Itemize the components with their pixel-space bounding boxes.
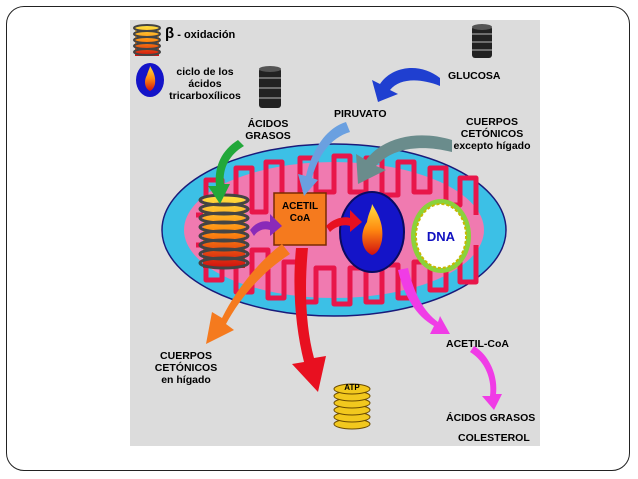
acetil-coa-box <box>273 192 327 246</box>
arrow-acidos-grasos-spiral <box>208 140 244 204</box>
arrow-piruvato-mito <box>298 122 350 196</box>
legend-tca-cycle: ciclo de los ácidos tricarboxílicos <box>168 66 242 102</box>
barrel-icon-acidos-grasos <box>259 66 281 108</box>
legend-cycle-line1: ciclo de los <box>176 66 234 78</box>
arrow-spiral-acetil <box>250 214 282 236</box>
legend-cycle-line2: ácidos <box>188 78 222 90</box>
tca-cycle-circle <box>339 191 405 273</box>
label-piruvato: PIRUVATO <box>334 108 387 120</box>
label-cuerpos-top-3: excepto hígado <box>453 140 531 152</box>
arrow-cuerpos-mito <box>356 135 452 184</box>
beta-oxidation-spiral <box>198 193 250 270</box>
atp-label: ATP <box>344 383 360 392</box>
beta-text: - oxidación <box>177 29 236 41</box>
label-cuerpos-top: CUERPOS CETÓNICOS excepto hígado <box>446 116 538 152</box>
acetil-box-line2: CoA <box>289 213 311 224</box>
label-glucosa: GLUCOSA <box>448 70 501 82</box>
cristae <box>196 153 479 307</box>
label-cuerpos-top-2: CETÓNICOS <box>460 128 524 140</box>
label-acidos-grasos-1: ÁCIDOS <box>247 118 289 130</box>
label-cuerpos-bottom-3: en hígado <box>161 374 211 386</box>
label-cuerpos-bottom-2: CETÓNICOS <box>154 362 218 374</box>
label-acidos-grasos: ÁCIDOS GRASOS <box>240 118 296 142</box>
legend-beta-oxidation: β - oxidación <box>165 25 236 42</box>
tca-legend-icon <box>136 63 164 97</box>
dna-circle <box>411 199 471 273</box>
label-colesterol: COLESTEROL <box>458 432 530 444</box>
beta-symbol: β <box>165 25 175 42</box>
arrow-acetil-cuerpos <box>206 244 290 344</box>
label-cuerpos-top-1: CUERPOS <box>466 116 518 128</box>
label-cuerpos-bottom: CUERPOS CETÓNICOS en hígado <box>146 350 226 386</box>
arrow-acetil-acidos <box>470 346 502 410</box>
acetil-box-line1: ACETIL <box>281 201 319 212</box>
label-acidos-grasos-out: ÁCIDOS GRASOS <box>446 412 536 424</box>
atp-coins-icon <box>333 383 371 430</box>
beta-oxidation-legend-icon <box>133 24 161 56</box>
arrow-acetil-tca <box>326 210 362 232</box>
legend-cycle-line3: tricarboxílicos <box>169 90 241 102</box>
label-cuerpos-bottom-1: CUERPOS <box>160 350 212 362</box>
barrel-icon-glucosa <box>472 24 492 58</box>
acetil-box-text: ACETIL CoA <box>276 201 324 225</box>
matrix <box>184 162 484 298</box>
label-acetil-coa-out: ACETIL-CoA <box>446 338 509 350</box>
slide-frame <box>6 6 630 471</box>
dna-label: DNA <box>426 229 456 244</box>
arrow-tca-acetil-out <box>398 268 450 334</box>
arrow-acetil-atp <box>292 248 326 392</box>
label-acidos-grasos-2: GRASOS <box>245 130 291 142</box>
arrow-glucosa-piruvato <box>372 67 440 102</box>
